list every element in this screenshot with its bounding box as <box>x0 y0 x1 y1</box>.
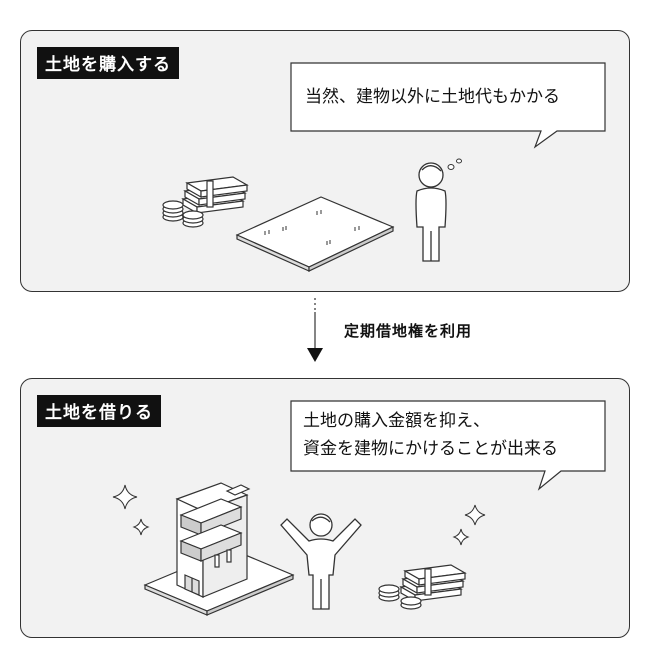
panel-label-buy: 土地を購入する <box>37 47 179 79</box>
panel-buy-land: 土地を購入する <box>20 30 630 292</box>
person-icon <box>415 162 447 262</box>
lease-land-scene <box>112 400 606 616</box>
panel-label-lease: 土地を借りる <box>37 395 161 427</box>
panel-lease-land: 土地を借りる <box>20 378 630 638</box>
speech-bubble-bottom <box>290 400 606 491</box>
speech-bubble-text-top: 当然、建物以外に土地代もかかる <box>305 87 560 107</box>
sweat-drops-icon <box>447 158 462 170</box>
cheering-person-icon <box>280 513 362 610</box>
money-stack-icon <box>399 564 467 603</box>
money-stack-icon <box>181 176 249 215</box>
sparkle-icon <box>452 504 486 546</box>
transition-label: 定期借地権を利用 <box>344 322 473 340</box>
building-icon <box>143 482 295 616</box>
down-arrow-icon <box>307 298 323 362</box>
coins-icon <box>378 584 422 610</box>
coins-icon <box>162 200 204 228</box>
speech-bubble-top <box>290 62 606 149</box>
buy-land-scene <box>162 62 606 272</box>
speech-bubble-text-bottom-line2: 資金を建物にかけることが出来る <box>303 439 558 459</box>
sparkle-icon <box>112 484 150 536</box>
speech-bubble-text-bottom-line1: 土地の購入金額を抑え、 <box>303 411 490 431</box>
land-plot-icon <box>235 196 395 272</box>
